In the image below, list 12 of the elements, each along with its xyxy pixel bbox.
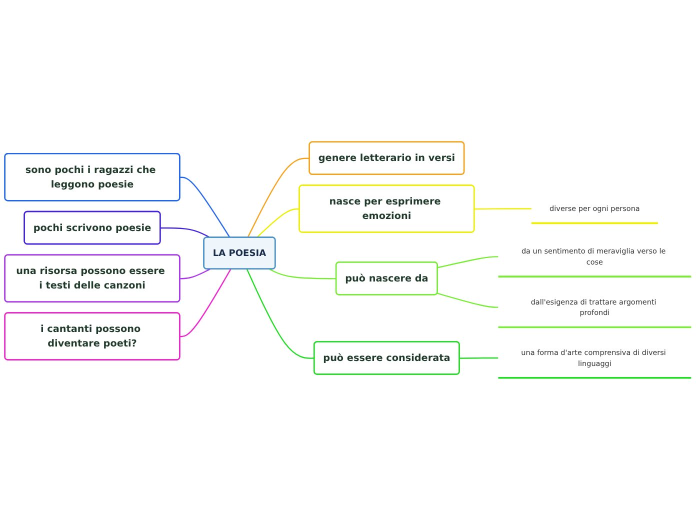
connector [438,256,498,268]
connector [437,292,498,308]
connector [180,269,232,338]
connector [247,158,310,238]
connector [180,176,230,238]
connector [256,208,300,238]
connector [180,268,210,280]
connector [460,358,498,360]
connector [474,208,532,210]
connector [160,228,210,238]
connector [246,269,314,360]
connector [269,268,336,280]
